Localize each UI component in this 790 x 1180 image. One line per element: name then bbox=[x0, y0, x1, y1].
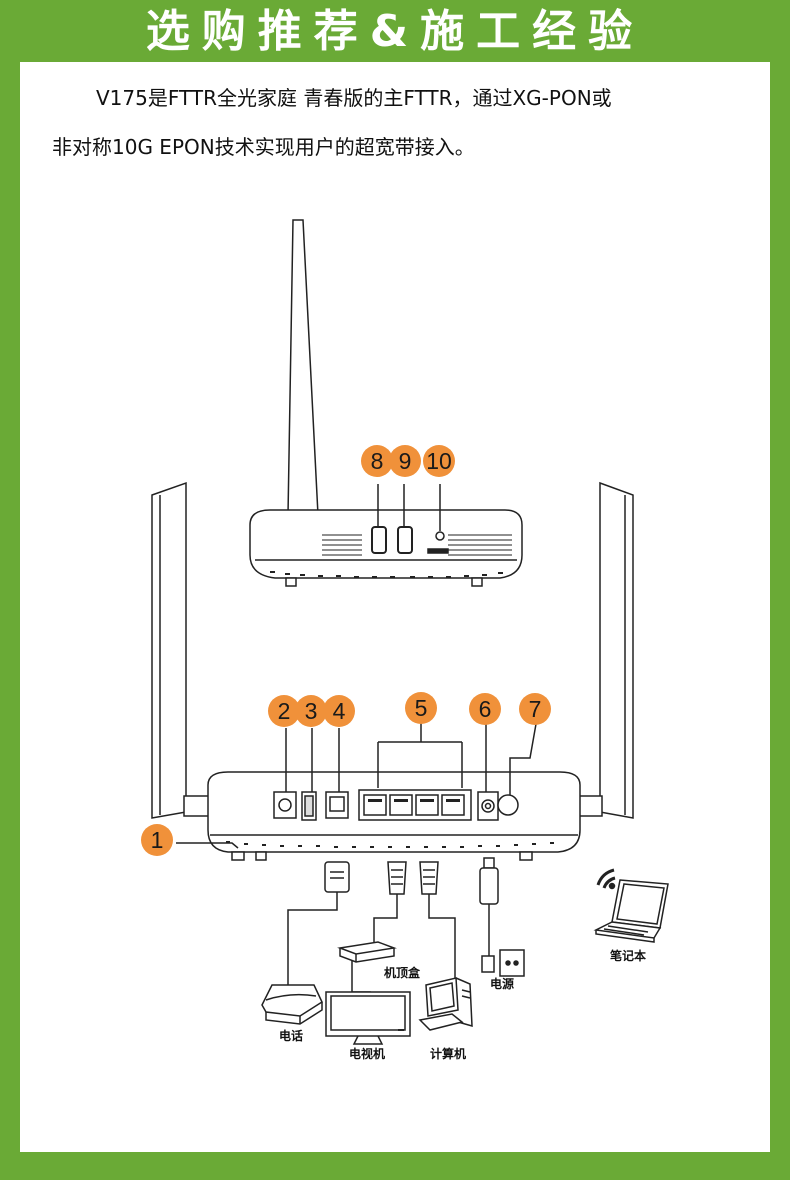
svg-text:3: 3 bbox=[305, 698, 318, 724]
laptop-icon bbox=[593, 868, 669, 943]
svg-text:10: 10 bbox=[426, 448, 452, 474]
callout-1: 1 bbox=[141, 824, 173, 856]
page-title: 选购推荐&施工经验 bbox=[145, 6, 645, 57]
telephone-icon bbox=[261, 984, 323, 1025]
svg-text:7: 7 bbox=[529, 696, 542, 722]
svg-text:6: 6 bbox=[479, 696, 492, 722]
callout-8: 8 bbox=[361, 445, 393, 477]
callout-7: 7 bbox=[519, 693, 551, 725]
router-rear-view bbox=[151, 481, 634, 861]
callout-5: 5 bbox=[405, 692, 437, 724]
laptop-label: 笔记本 bbox=[610, 948, 646, 963]
svg-text:9: 9 bbox=[399, 448, 412, 474]
intro-line-2: 非对称10G EPON技术实现用户的超宽带接入。 bbox=[52, 135, 475, 159]
svg-text:8: 8 bbox=[371, 448, 384, 474]
intro-line-1: V175是FTTR全光家庭 青春版的主FTTR，通过XG-PON或 bbox=[96, 86, 612, 110]
callout-10: 10 bbox=[423, 445, 455, 477]
stb-label: 机顶盒 bbox=[384, 965, 421, 980]
power-label: 电源 bbox=[490, 976, 514, 991]
tv-icon bbox=[325, 991, 411, 1045]
svg-text:4: 4 bbox=[333, 698, 346, 724]
cables bbox=[287, 857, 525, 996]
stb-icon bbox=[337, 941, 397, 963]
svg-text:5: 5 bbox=[415, 695, 428, 721]
callout-6: 6 bbox=[469, 693, 501, 725]
callout-4: 4 bbox=[323, 695, 355, 727]
computer-label: 计算机 bbox=[430, 1046, 466, 1061]
phone-label: 电话 bbox=[279, 1028, 303, 1043]
callout-9: 9 bbox=[389, 445, 421, 477]
callout-2: 2 bbox=[268, 695, 300, 727]
tv-label: 电视机 bbox=[349, 1046, 385, 1061]
router-top-view bbox=[249, 219, 523, 587]
callout-badges: 8 9 10 2 3 4 5 6 bbox=[141, 445, 551, 856]
content-panel bbox=[20, 62, 770, 1152]
callout-3: 3 bbox=[295, 695, 327, 727]
svg-text:2: 2 bbox=[278, 698, 291, 724]
computer-icon bbox=[418, 977, 473, 1031]
svg-text:1: 1 bbox=[151, 827, 164, 853]
